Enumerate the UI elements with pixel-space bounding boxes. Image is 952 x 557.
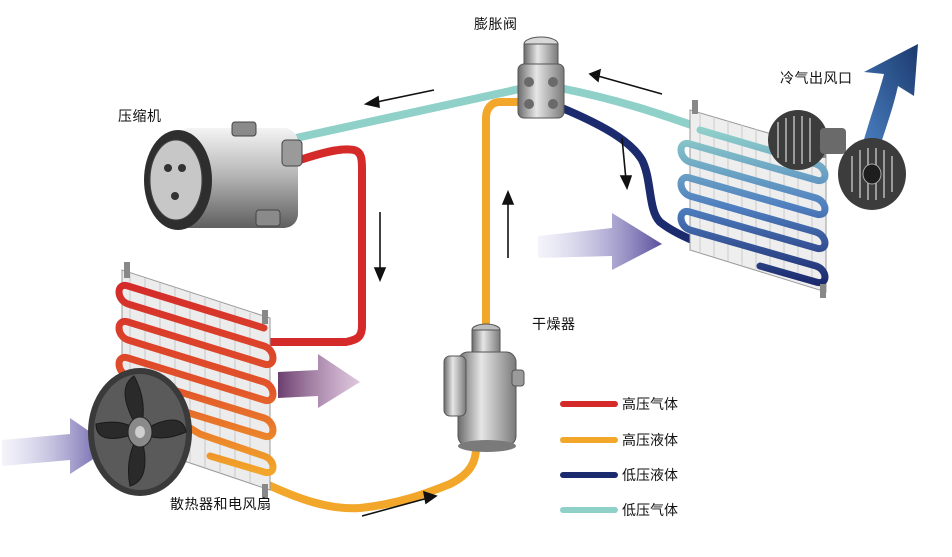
expansion-valve-label: 膨胀阀 <box>474 17 518 33</box>
compressor-icon <box>144 121 303 230</box>
cold-air-outlet-arrow <box>862 44 918 146</box>
high-pressure-liquid-riser-pipe <box>482 98 524 330</box>
dryer-label: 干燥器 <box>532 317 576 333</box>
hot-air-outflow-arrow <box>278 354 360 408</box>
legend-label: 高压气体 <box>622 397 678 413</box>
legend-item-low-pressure-liquid: 低压液体 <box>560 465 678 485</box>
legend-label: 低压液体 <box>622 468 678 484</box>
fan-inlet-airflow-arrow <box>2 418 112 474</box>
expansion-valve-icon <box>517 36 565 119</box>
legend-label: 高压液体 <box>622 433 678 449</box>
legend-swatch <box>560 472 618 478</box>
compressor-label: 压缩机 <box>118 109 162 125</box>
evaporator-inlet-airflow-arrow <box>538 213 662 270</box>
fan-icon <box>88 368 192 496</box>
flow-direction-arrows <box>361 68 663 517</box>
high-pressure-liquid-pipe <box>258 444 480 513</box>
legend-item-high-pressure-liquid: 高压液体 <box>560 430 678 450</box>
low-pressure-gas-pipe <box>292 84 528 142</box>
low-pressure-gas-return-pipe <box>556 84 704 132</box>
cold-air-outlet-label: 冷气出风口 <box>780 71 853 87</box>
legend-item-low-pressure-gas: 低压气体 <box>560 500 678 520</box>
legend-swatch <box>560 507 618 513</box>
legend-item-high-pressure-gas: 高压气体 <box>560 394 678 414</box>
dryer-icon <box>443 323 525 452</box>
condenser-fan-label: 散热器和电风扇 <box>170 497 272 513</box>
legend-swatch <box>560 401 618 407</box>
legend-label: 低压气体 <box>622 503 678 519</box>
legend-swatch <box>560 437 618 443</box>
blower-fan-icon <box>768 110 906 210</box>
high-pressure-gas-pipe <box>260 145 366 346</box>
